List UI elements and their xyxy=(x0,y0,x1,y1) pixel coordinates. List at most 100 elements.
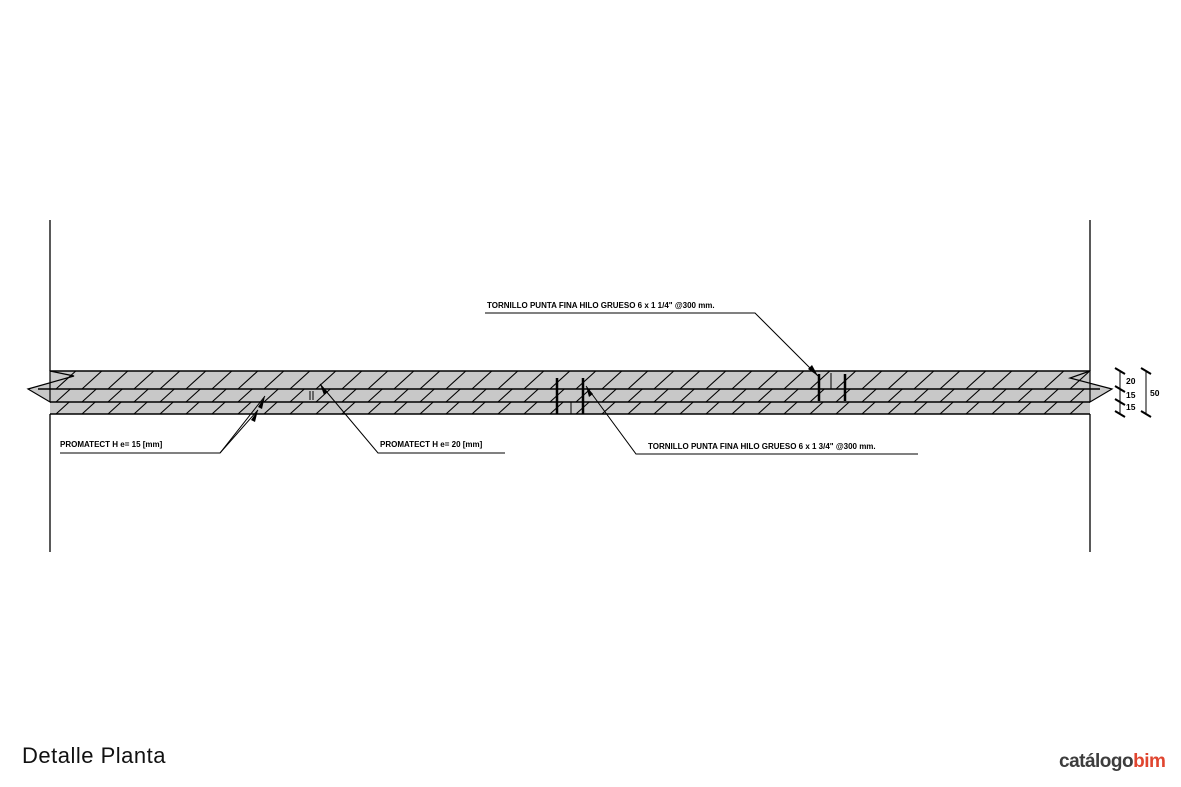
hatch-line xyxy=(497,388,513,403)
hatch-line xyxy=(289,401,304,414)
hatch-line xyxy=(991,401,1006,414)
hatch-line xyxy=(341,388,357,403)
hatch-line xyxy=(627,371,649,390)
hatch-line xyxy=(185,401,200,414)
hatch-line xyxy=(913,401,928,414)
hatch-line xyxy=(783,388,799,403)
hatch-line xyxy=(133,371,155,390)
hatch-line xyxy=(523,388,539,403)
hatch-line xyxy=(601,371,623,390)
hatch-line xyxy=(419,401,434,414)
hatch-line xyxy=(1017,388,1033,403)
hatch-line xyxy=(341,371,363,390)
hatch-line xyxy=(861,371,883,390)
hatch-line xyxy=(783,371,805,390)
hatch-line xyxy=(835,401,850,414)
label-screw-top: TORNILLO PUNTA FINA HILO GRUESO 6 x 1 1/… xyxy=(487,301,715,310)
hatch-line xyxy=(367,388,383,403)
hatch-line xyxy=(757,401,772,414)
hatch-line xyxy=(1069,388,1085,403)
hatch-line xyxy=(445,388,461,403)
hatch-line xyxy=(367,401,382,414)
hatch-line xyxy=(809,388,825,403)
dimension-lines xyxy=(1114,367,1152,418)
hatch-line xyxy=(939,401,954,414)
hatch-line xyxy=(367,371,389,390)
hatch-line xyxy=(237,388,253,403)
hatch-line xyxy=(861,388,877,403)
hatch-line xyxy=(1017,401,1032,414)
hatch-line xyxy=(835,388,851,403)
hatch-line xyxy=(55,401,70,414)
hatch-line xyxy=(55,388,71,403)
hatch-line xyxy=(731,388,747,403)
hatch-line xyxy=(471,371,493,390)
hatch-line xyxy=(653,401,668,414)
hatch-line xyxy=(263,388,279,403)
hatch-line xyxy=(133,388,149,403)
hatch-line xyxy=(289,371,311,390)
hatch-line xyxy=(523,371,545,390)
hatch-line xyxy=(471,401,486,414)
dim-15a: 15 xyxy=(1126,390,1136,400)
label-screw-bottom: TORNILLO PUNTA FINA HILO GRUESO 6 x 1 3/… xyxy=(648,442,876,451)
hatch-line xyxy=(887,401,902,414)
dim-15b: 15 xyxy=(1126,402,1136,412)
hatch-line xyxy=(497,371,519,390)
hatch-line xyxy=(653,388,669,403)
hatch-line xyxy=(185,371,207,390)
logo-part2: bim xyxy=(1133,751,1166,772)
hatch-line xyxy=(913,371,935,390)
hatch-line xyxy=(627,401,642,414)
hatch-line xyxy=(341,401,356,414)
hatch-line xyxy=(107,388,123,403)
drawing-title: Detalle Planta xyxy=(22,743,166,768)
hatch-line xyxy=(445,401,460,414)
board-layers xyxy=(26,370,1114,415)
hatch-line xyxy=(861,401,876,414)
screw-icons xyxy=(555,374,847,414)
hatch-line xyxy=(627,388,643,403)
dim-total: 50 xyxy=(1150,388,1160,398)
hatch-line xyxy=(185,388,201,403)
hatch-line xyxy=(887,371,909,390)
hatch-line xyxy=(393,388,409,403)
hatch-line xyxy=(601,401,616,414)
hatch-line xyxy=(133,401,148,414)
hatch-line xyxy=(471,388,487,403)
hatch-line xyxy=(549,371,571,390)
hatch-line xyxy=(705,401,720,414)
hatch-line xyxy=(107,401,122,414)
hatch-line xyxy=(393,371,415,390)
hatch-line xyxy=(55,371,77,390)
hatch-line xyxy=(991,371,1013,390)
hatch-line xyxy=(679,388,695,403)
hatch-line xyxy=(315,371,337,390)
hatch-line xyxy=(30,402,43,414)
wall-lines xyxy=(49,220,1091,552)
hatch-line xyxy=(913,388,929,403)
leader-lines xyxy=(60,312,918,455)
hatch-line xyxy=(523,401,538,414)
hatch-line xyxy=(211,401,226,414)
hatch-line xyxy=(315,388,331,403)
hatch-line xyxy=(705,371,727,390)
label-board-15: PROMATECT H e= 15 [mm] xyxy=(60,440,163,449)
hatch-line xyxy=(237,401,252,414)
hatch-line xyxy=(419,371,441,390)
hatch-line xyxy=(939,388,955,403)
hatch-line xyxy=(575,371,597,390)
hatch-line xyxy=(81,388,97,403)
hatch-line xyxy=(965,388,981,403)
hatch-line xyxy=(653,371,675,390)
hatch-line xyxy=(419,388,435,403)
hatch-line xyxy=(81,371,103,390)
brand-logo: catálogobim xyxy=(1059,751,1166,773)
hatch-line xyxy=(289,388,305,403)
hatch-line xyxy=(731,401,746,414)
hatch-line xyxy=(1017,371,1039,390)
hatch-line xyxy=(757,388,773,403)
hatch-line xyxy=(965,371,987,390)
hatch-line xyxy=(731,371,753,390)
